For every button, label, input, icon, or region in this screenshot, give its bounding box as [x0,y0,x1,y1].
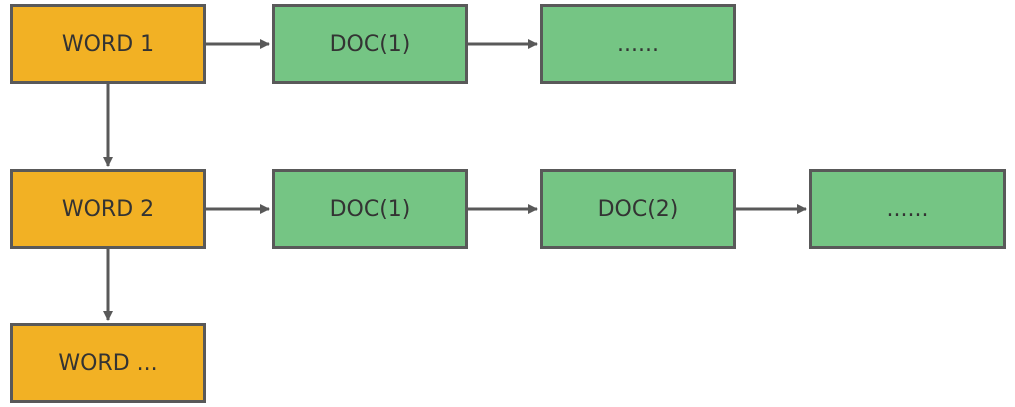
word-node-1: WORD 1 [10,4,206,84]
row2-doc-node-3: ...... [809,169,1006,249]
word-node-2: WORD 2 [10,169,206,249]
row2-doc-node-2: DOC(2) [540,169,736,249]
doc-node-label: ...... [886,196,929,222]
word-node-label: WORD ... [58,350,158,376]
row2-doc-node-1: DOC(1) [272,169,468,249]
word-node-label: WORD 2 [61,196,155,222]
doc-node-label: ...... [617,31,659,57]
word-node-3: WORD ... [10,323,206,403]
doc-node-label: DOC(1) [329,31,411,57]
row1-doc-node-1: DOC(1) [272,4,468,84]
word-node-label: WORD 1 [61,31,155,57]
row1-doc-node-2: ...... [540,4,736,84]
doc-node-label: DOC(1) [329,196,411,222]
doc-node-label: DOC(2) [597,196,679,222]
